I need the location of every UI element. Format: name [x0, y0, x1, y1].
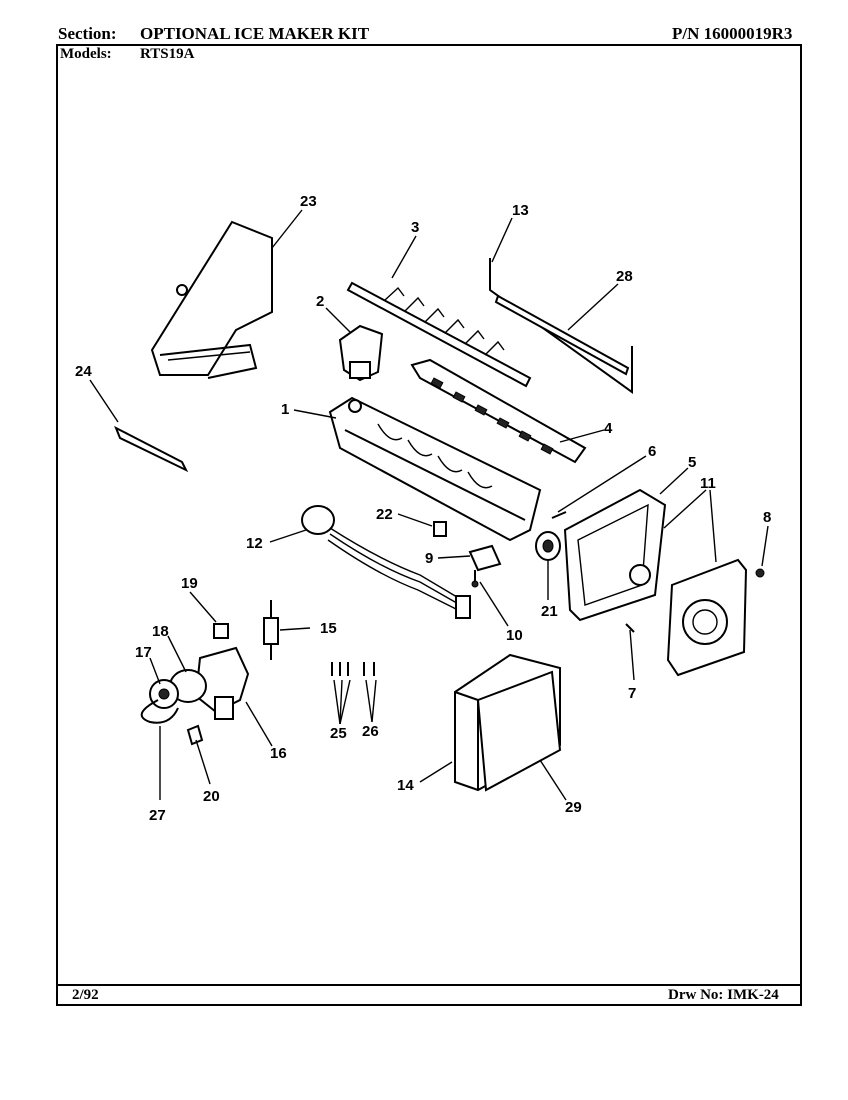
callout-9: 9: [425, 550, 433, 567]
part-number: P/N 16000019R3: [672, 24, 793, 43]
callout-23: 23: [300, 193, 317, 210]
callout-10: 10: [506, 627, 523, 644]
callout-22: 22: [376, 506, 393, 523]
part-21-gear: [535, 531, 561, 561]
models-value: RTS19A: [140, 46, 195, 62]
callout-29: 29: [565, 799, 582, 816]
part-27-wire: [140, 699, 179, 724]
callout-1: 1: [281, 401, 289, 418]
part-19-nut: [213, 623, 229, 639]
section-label: Section:: [58, 24, 117, 43]
callout-16: 16: [270, 745, 287, 762]
footer-date: 2/92: [72, 987, 99, 1003]
part-24-tube: [114, 425, 189, 473]
callout-8: 8: [763, 509, 771, 526]
part-6-screw: [551, 511, 567, 519]
part-23-fill-cup: [150, 220, 273, 379]
part-3-ejector: [346, 281, 532, 388]
part-28-rod: [494, 294, 630, 376]
callout-13: 13: [512, 202, 529, 219]
part-5-housing: [563, 488, 667, 622]
callout-labels: 23 3 13 28 2 24 1 4 6 5 11 8 22 12 9 10 …: [75, 193, 771, 824]
callout-12: 12: [246, 535, 263, 552]
callout-5: 5: [688, 454, 696, 471]
part-12-harness: [301, 505, 471, 619]
callout-17: 17: [135, 644, 152, 661]
callout-19: 19: [181, 575, 198, 592]
part-1-mold: [328, 396, 542, 542]
callout-26: 26: [362, 723, 379, 740]
section-title: OPTIONAL ICE MAKER KIT: [140, 24, 370, 43]
callout-3: 3: [411, 219, 419, 236]
part-7-screw: [625, 623, 635, 633]
leader-lines: [89, 209, 769, 801]
callout-15: 15: [320, 620, 337, 637]
callout-21: 21: [541, 603, 558, 620]
callout-11: 11: [700, 475, 716, 492]
callout-27: 27: [149, 807, 166, 824]
callout-6: 6: [648, 443, 656, 460]
part-15-fitting: [263, 600, 279, 660]
part-9-plate: [468, 544, 502, 588]
callout-4: 4: [604, 420, 613, 437]
models-label: Models:: [60, 46, 112, 62]
callout-14: 14: [397, 777, 414, 794]
part-17-screen: [149, 679, 179, 709]
callout-2: 2: [316, 293, 324, 310]
callout-7: 7: [628, 685, 636, 702]
callout-20: 20: [203, 788, 220, 805]
diagram-frame: [56, 44, 802, 1006]
part-16-water-valve: [194, 646, 250, 720]
part-2-bracket: [338, 324, 384, 382]
callout-25: 25: [330, 725, 347, 742]
part-13-shutoff-arm: [489, 258, 633, 394]
callout-28: 28: [616, 268, 633, 285]
callout-24: 24: [75, 363, 92, 380]
part-20-clip: [186, 724, 204, 746]
callout-18: 18: [152, 623, 169, 640]
drawing-number: Drw No: IMK-24: [668, 987, 779, 1003]
part-8-screw: [755, 568, 765, 578]
part-25-26-screws: [331, 662, 375, 676]
part-22-clip: [433, 521, 447, 537]
part-4-stripper: [410, 358, 587, 464]
part-11-module: [666, 558, 748, 677]
footer-divider: [56, 984, 802, 986]
